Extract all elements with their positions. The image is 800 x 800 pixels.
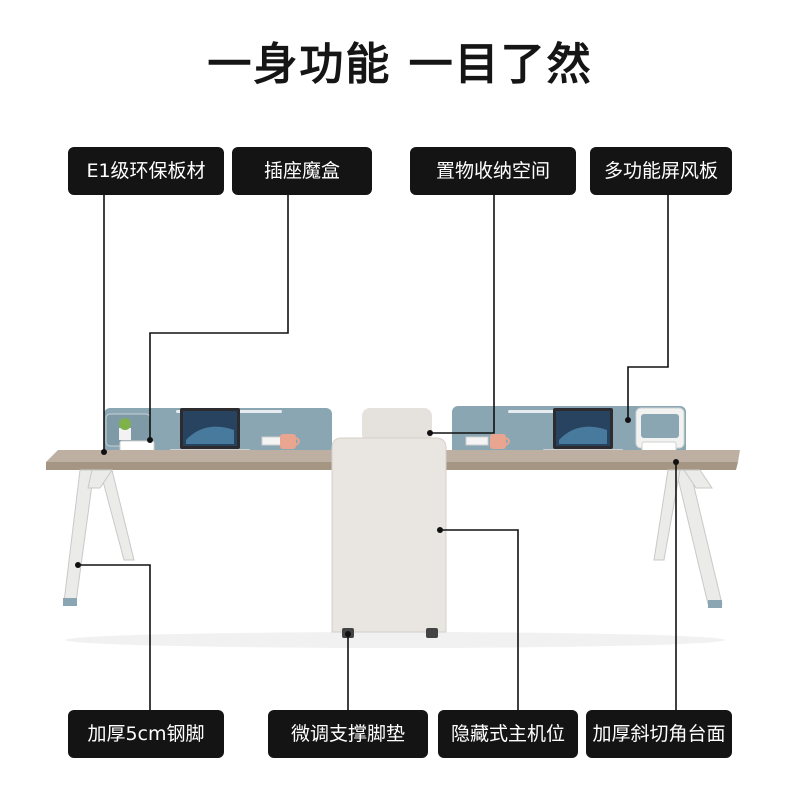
leader-dots xyxy=(75,417,679,637)
mug-right xyxy=(490,434,506,449)
leader-lines xyxy=(78,195,677,710)
page-title: 一身功能 一目了然 xyxy=(207,39,593,90)
label-host-position: 隐藏式主机位 xyxy=(438,710,578,758)
label-steel-legs: 加厚5cm钢脚 xyxy=(68,710,224,758)
label-foot-pads: 微调支撑脚垫 xyxy=(268,710,428,758)
desk-legs xyxy=(63,469,723,605)
mug-left xyxy=(280,434,296,449)
plant-pot xyxy=(119,428,131,440)
storage-box-right-front xyxy=(641,414,679,438)
label-e1-board: E1级环保板材 xyxy=(68,147,224,195)
host-cabinet xyxy=(331,437,447,633)
floor-shadow xyxy=(65,632,725,648)
label-socket-box: 插座魔盒 xyxy=(232,147,372,195)
label-screen-panel: 多功能屏风板 xyxy=(590,147,732,195)
plant-leaves xyxy=(119,418,131,430)
leg-foot-left xyxy=(63,598,77,606)
leg-foot-right xyxy=(708,600,722,608)
back-cabinet xyxy=(362,408,432,442)
label-bevel-top: 加厚斜切角台面 xyxy=(586,710,732,758)
label-storage-space: 置物收纳空间 xyxy=(410,147,576,195)
foot-pad-right xyxy=(426,628,438,638)
